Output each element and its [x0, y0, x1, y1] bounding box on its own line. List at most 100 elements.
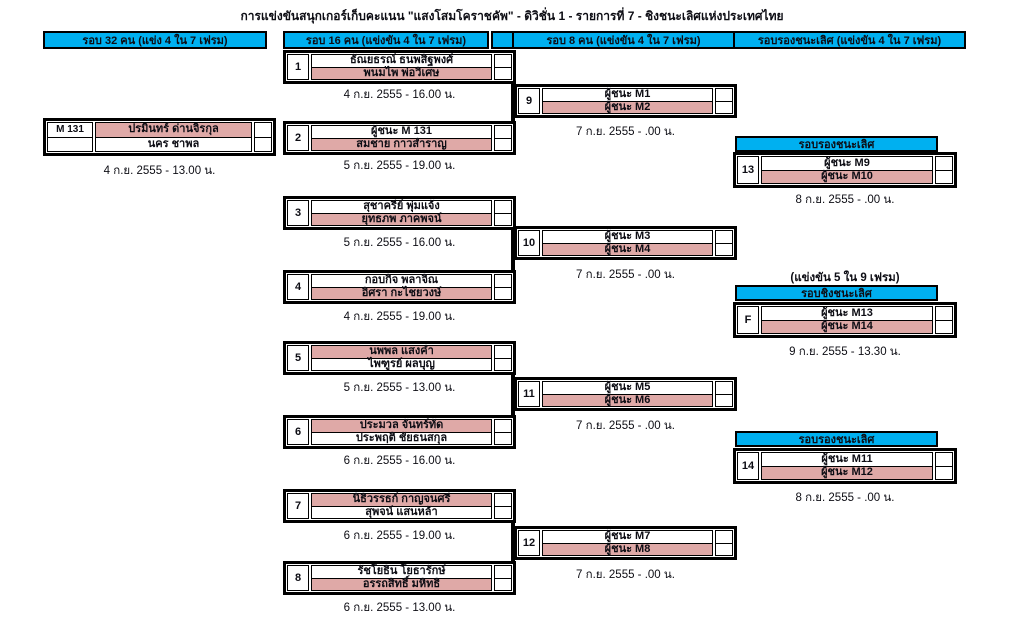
- player-row: ผู้ชนะ M4: [543, 242, 712, 255]
- bracket-connector: [283, 522, 515, 561]
- player-row: ผู้ชนะ M3: [604, 230, 651, 243]
- player-row: อรรถสิทธิ์ มหิทธิ: [312, 577, 491, 590]
- score-box: [716, 231, 732, 243]
- match-number: M 131: [48, 123, 92, 138]
- score-box: [495, 577, 511, 591]
- player-row: สุชาครีย์ พุ่มแจ้ง: [363, 200, 440, 213]
- score-box: [495, 505, 511, 519]
- player-row: ผู้ชนะ M1: [604, 88, 651, 101]
- score-box: [495, 431, 511, 445]
- player-row: ผู้ชนะ M13: [821, 306, 873, 319]
- players-cell: ผู้ชนะ M3 ผู้ชนะ M4: [542, 230, 713, 256]
- score-cell: [935, 306, 953, 334]
- players-cell: ปรมินทร์ ด่านจิรกุล นคร ชาพล: [95, 122, 252, 152]
- round-header-32: รอบ 32 คน (แข่ง 4 ใน 7 เฟรม): [43, 31, 267, 49]
- score-box: [716, 542, 732, 556]
- score-cell: [715, 88, 733, 114]
- match-number: 1: [287, 54, 309, 80]
- match-date: 4 ก.ย. 2555 - 16.00 น.: [343, 89, 456, 101]
- score-cell: [935, 156, 953, 184]
- match-number: 8: [287, 565, 309, 591]
- score-box: [495, 212, 511, 226]
- semifinal-band: รอบรองชนะเลิศ: [735, 136, 938, 152]
- match-date: 7 ก.ย. 2555 - .00 น.: [576, 126, 675, 138]
- players-cell: ธัณยธรณ์ ธนพสิฐพงศ์ พนมไพ พ่อวิเศษ: [311, 54, 492, 80]
- match-box-6: 6 ประมวล จันทร์ทัด ประพฤติ ชัยธนสกุล: [283, 415, 516, 449]
- score-box: [716, 393, 732, 407]
- bracket-connector: [283, 374, 515, 415]
- player-row: ผู้ชนะ M 131: [371, 125, 432, 138]
- match-number: 11: [518, 381, 540, 407]
- player-row: ผู้ชนะ M10: [762, 169, 932, 183]
- score-box: [495, 420, 511, 432]
- score-cell: [494, 345, 512, 371]
- player-row: นิธิวรรธก์ กาญจนศรี: [312, 494, 491, 506]
- players-cell: สุชาครีย์ พุ่มแจ้ง ยุทธภพ ภาคพจน์: [311, 200, 492, 226]
- match-date: 5 ก.ย. 2555 - 19.00 น.: [343, 160, 456, 172]
- semifinal-band: รอบรองชนะเลิศ: [735, 431, 938, 447]
- score-cell: [494, 419, 512, 445]
- score-box: [495, 494, 511, 506]
- score-cell: [715, 381, 733, 407]
- score-box: [495, 286, 511, 300]
- match-number: 12: [518, 530, 540, 556]
- match-number: 13: [737, 156, 759, 184]
- match-date: 9 ก.ย. 2555 - 13.30 น.: [789, 346, 901, 358]
- match-date: 6 ก.ย. 2555 - 16.00 น.: [343, 455, 456, 467]
- score-box: [495, 566, 511, 578]
- bracket-connector: [283, 84, 515, 121]
- match-number: 2: [287, 125, 309, 151]
- score-box: [936, 453, 952, 466]
- score-box: [495, 126, 511, 138]
- match-number: F: [737, 306, 759, 334]
- player-row: ประมวล จันทร์ทัด: [312, 420, 491, 432]
- score-box: [495, 275, 511, 287]
- player-row: ผู้ชนะ M2: [543, 100, 712, 113]
- score-box: [495, 357, 511, 371]
- player-row: ผู้ชนะ M14: [762, 319, 932, 333]
- player-row: ประพฤติ ชัยธนสกุล: [312, 431, 491, 445]
- match-date: 7 ก.ย. 2555 - .00 น.: [576, 269, 675, 281]
- match-number: 14: [737, 452, 759, 480]
- players-cell: ผู้ชนะ M5 ผู้ชนะ M6: [542, 381, 713, 407]
- score-box: [936, 465, 952, 480]
- score-box: [716, 89, 732, 101]
- player-row: ปรมินทร์ ด่านจิรกุล: [96, 123, 251, 137]
- players-cell: นิธิวรรธก์ กาญจนศรี สุพจน์ แสนหล้า: [311, 493, 492, 519]
- match-number-cell: M 131: [47, 122, 93, 152]
- score-box: [716, 100, 732, 114]
- player-row: รัชโยธิน โยธารักษ์: [357, 565, 446, 578]
- score-cell: [715, 230, 733, 256]
- match-box-7: 7 นิธิวรรธก์ กาญจนศรี สุพจน์ แสนหล้า: [283, 489, 516, 523]
- score-box: [495, 66, 511, 80]
- match-box-5: 5 นพพล แสงคำ ไพฑูรย์ ผลบุญ: [283, 341, 516, 375]
- score-cell: [494, 200, 512, 226]
- match-box-11: 11 ผู้ชนะ M5 ผู้ชนะ M6: [514, 377, 737, 411]
- player-row: นพพล แสงคำ: [312, 346, 491, 358]
- match-box-8: 8 รัชโยธิน โยธารักษ์ อรรถสิทธิ์ มหิทธิ: [283, 561, 516, 595]
- score-cell: [254, 122, 272, 152]
- match-box-1: 1 ธัณยธรณ์ ธนพสิฐพงศ์ พนมไพ พ่อวิเศษ: [283, 50, 516, 84]
- score-box: [255, 123, 271, 137]
- score-box: [716, 382, 732, 394]
- final-frames-note: (แข่งขัน 5 ใน 9 เฟรม): [790, 272, 900, 284]
- player-row: พนมไพ พ่อวิเศษ: [312, 66, 491, 79]
- match-date: 8 ก.ย. 2555 - .00 น.: [795, 194, 895, 206]
- match-number: 5: [287, 345, 309, 371]
- round-header-16: รอบ 16 คน (แข่งขัน 4 ใน 7 เฟรม): [283, 31, 489, 49]
- match-box-9: 9 ผู้ชนะ M1 ผู้ชนะ M2: [514, 84, 737, 118]
- score-box: [716, 531, 732, 543]
- player-row: ผู้ชนะ M12: [762, 465, 932, 479]
- empty-cell: [48, 138, 92, 152]
- match-box-4: 4 กอบกิจ พลาจิณ อิศรา กะไชยวงษ์: [283, 270, 516, 304]
- bracket-connector: [283, 229, 515, 270]
- round-header-8: รอบ 8 คน (แข่งขัน 4 ใน 7 เฟรม): [512, 31, 735, 49]
- players-cell: รัชโยธิน โยธารักษ์ อรรถสิทธิ์ มหิทธิ: [311, 565, 492, 591]
- match-box-2: 2 ผู้ชนะ M 131 สมชาย กาวสำราญ: [283, 121, 516, 155]
- score-cell: [494, 565, 512, 591]
- player-row: อิศรา กะไชยวงษ์: [312, 286, 491, 299]
- match-number: 10: [518, 230, 540, 256]
- match-date: 4 ก.ย. 2555 - 19.00 น.: [343, 311, 456, 323]
- player-row: สมชาย กาวสำราญ: [312, 137, 491, 150]
- score-box: [255, 136, 271, 152]
